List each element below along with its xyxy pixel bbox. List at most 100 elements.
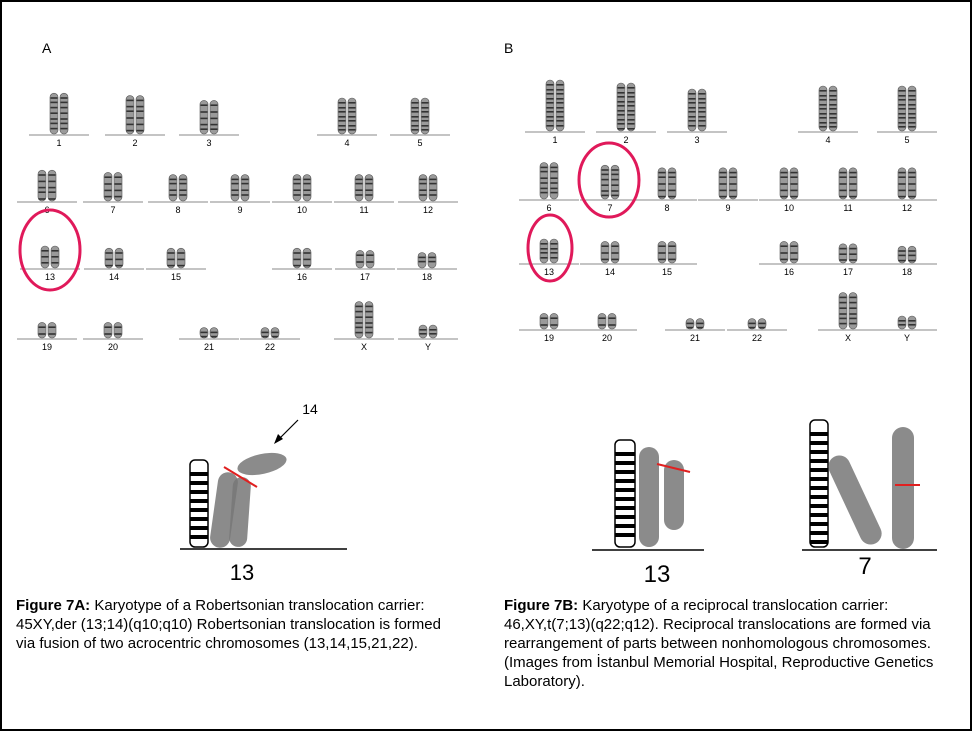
band <box>668 171 676 174</box>
chromosome-22-b <box>270 327 280 339</box>
band <box>365 182 373 185</box>
band <box>356 261 364 263</box>
band <box>51 262 59 264</box>
band <box>601 194 609 197</box>
band <box>748 326 756 329</box>
ideogram-band <box>810 540 828 544</box>
band <box>293 182 301 185</box>
band <box>114 326 122 328</box>
band <box>617 110 625 112</box>
der-13-detail <box>664 460 684 530</box>
band <box>126 110 134 112</box>
chromatid <box>103 322 113 339</box>
band <box>303 194 311 196</box>
chromatid <box>209 100 219 135</box>
band <box>627 87 635 89</box>
chromosome-label-17: 17 <box>843 267 853 277</box>
band <box>126 117 134 119</box>
band <box>115 252 123 254</box>
band <box>200 117 208 120</box>
band <box>338 120 346 122</box>
band <box>241 194 249 196</box>
chromosome-19-a <box>37 322 47 339</box>
band <box>849 307 857 309</box>
chromosome-8-b <box>178 174 188 202</box>
chromosome-10-a <box>779 167 789 200</box>
band <box>819 104 827 106</box>
band <box>790 189 798 192</box>
band <box>658 252 666 254</box>
band <box>819 126 827 128</box>
band <box>293 252 301 254</box>
band <box>293 189 301 191</box>
band <box>411 111 419 113</box>
caption-7a-text: Karyotype of a Robertsonian translocatio… <box>16 597 441 652</box>
band <box>428 256 436 259</box>
band <box>849 176 857 178</box>
band <box>303 258 311 261</box>
band <box>688 93 696 95</box>
band <box>50 101 58 104</box>
band <box>48 326 56 328</box>
band <box>104 195 112 198</box>
chromatid <box>355 250 365 269</box>
band <box>839 322 847 325</box>
chromosome-label-8: 8 <box>664 203 669 213</box>
band <box>908 104 916 106</box>
band <box>540 182 548 184</box>
band <box>419 189 427 191</box>
band <box>550 182 558 184</box>
band <box>355 331 363 334</box>
band <box>411 129 419 131</box>
chromosome-5-b <box>907 85 917 132</box>
chromosome-label-6: 6 <box>546 203 551 213</box>
band <box>658 176 666 178</box>
band <box>169 182 177 185</box>
band <box>698 102 706 104</box>
band <box>829 95 837 97</box>
band <box>41 250 49 252</box>
band <box>421 129 429 131</box>
chromosome-label-17: 17 <box>360 272 370 282</box>
band <box>421 107 429 109</box>
band <box>819 95 827 97</box>
chromosome-2-a <box>616 82 626 132</box>
band <box>293 178 301 181</box>
chromosome-14-a <box>600 241 610 264</box>
band <box>546 116 554 118</box>
band <box>611 194 619 197</box>
band <box>429 333 437 335</box>
band <box>550 317 558 319</box>
chromosome-label-20: 20 <box>108 342 118 352</box>
ideogram-band <box>190 517 208 521</box>
band <box>819 122 827 124</box>
chromosome-21-a <box>199 327 209 339</box>
band <box>611 190 619 192</box>
chromatid <box>897 315 907 330</box>
band <box>698 107 706 109</box>
band <box>48 333 56 335</box>
chromosome-label-21: 21 <box>690 333 700 343</box>
band <box>419 329 427 331</box>
band <box>177 258 185 261</box>
band <box>849 189 857 192</box>
chromosome-1-a <box>49 92 59 135</box>
band <box>908 113 916 115</box>
band <box>411 102 419 104</box>
chromosome-11-b <box>848 167 858 200</box>
band <box>658 258 666 261</box>
band <box>48 174 56 176</box>
band <box>668 245 676 247</box>
band <box>50 118 58 120</box>
chromosome-label-16: 16 <box>297 272 307 282</box>
chromosome-1-a <box>545 79 555 132</box>
band <box>355 326 363 329</box>
band <box>719 171 727 174</box>
chromosome-7-b <box>610 164 620 200</box>
band <box>365 189 373 191</box>
band <box>540 252 548 254</box>
band <box>114 189 122 192</box>
chromosome-label-12: 12 <box>902 203 912 213</box>
chromosome-17-b <box>365 250 375 269</box>
